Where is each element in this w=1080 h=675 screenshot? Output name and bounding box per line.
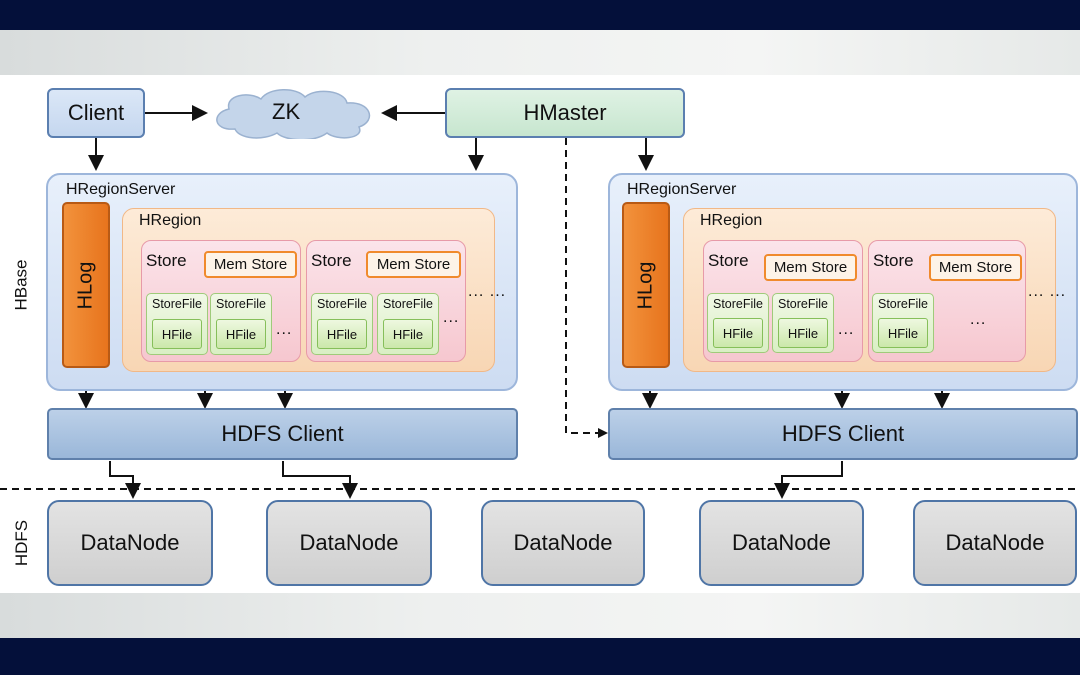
- memstore-left-2: Mem Store: [366, 251, 461, 278]
- hfile-left-1b: HFile: [216, 319, 266, 349]
- memstore-right-1: Mem Store: [764, 254, 857, 281]
- hfile-right-1a: HFile: [713, 318, 763, 348]
- hregion-right-label: HRegion: [700, 212, 763, 229]
- datanode-2: DataNode: [266, 500, 432, 586]
- datanode-3: DataNode: [481, 500, 645, 586]
- store-left-2-label: Store: [311, 251, 352, 270]
- hregionserver-left-label: HRegionServer: [66, 181, 176, 198]
- zk-label: ZK: [272, 99, 301, 124]
- hdfs-client-left: HDFS Client: [47, 408, 518, 460]
- hfile-left-2a: HFile: [317, 319, 367, 349]
- datanode-4: DataNode: [699, 500, 864, 586]
- memstore-right-2: Mem Store: [929, 254, 1022, 281]
- bottom-band: [0, 593, 1080, 638]
- ellipsis-left-region: ... ...: [468, 283, 507, 300]
- datanode-5: DataNode: [913, 500, 1077, 586]
- hfile-right-1b: HFile: [778, 318, 828, 348]
- memstore-left-1: Mem Store: [204, 251, 297, 278]
- hfile-left-2b: HFile: [383, 319, 433, 349]
- store-right-1-label: Store: [708, 251, 749, 270]
- hdfs-client-right: HDFS Client: [608, 408, 1078, 460]
- datanode-1: DataNode: [47, 500, 213, 586]
- hlog-left: HLog: [62, 202, 110, 368]
- ellipsis-left-2: ...: [443, 309, 460, 326]
- hbase-layer-label: HBase: [11, 259, 31, 311]
- store-right-2-label: Store: [873, 251, 914, 270]
- ellipsis-right-region: ... ...: [1028, 283, 1067, 300]
- hfile-left-1a: HFile: [152, 319, 202, 349]
- store-left-1-label: Store: [146, 251, 187, 270]
- architecture-diagram: HBase HDFS Client ZK HMaster HRegionServ…: [0, 75, 1080, 593]
- ellipsis-right-1: ...: [838, 321, 855, 338]
- hregion-left-label: HRegion: [139, 212, 202, 229]
- hlog-left-label: HLog: [74, 261, 97, 309]
- hfile-right-2a: HFile: [878, 318, 928, 348]
- hlog-right: HLog: [622, 202, 670, 368]
- client-box: Client: [47, 88, 145, 138]
- ellipsis-left-1: ...: [276, 321, 293, 338]
- top-band: [0, 30, 1080, 75]
- ellipsis-right-2: ...: [970, 311, 987, 328]
- zookeeper-cloud: [205, 87, 385, 141]
- hmaster-box: HMaster: [445, 88, 685, 138]
- hregionserver-right-label: HRegionServer: [627, 181, 737, 198]
- hlog-right-label: HLog: [634, 261, 657, 309]
- hdfs-layer-label: HDFS: [12, 519, 32, 567]
